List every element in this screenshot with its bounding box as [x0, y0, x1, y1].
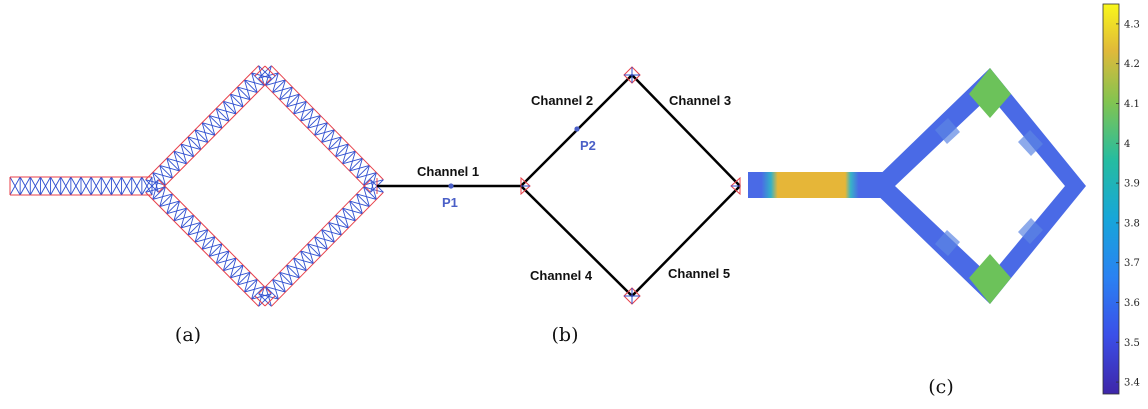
colorbar-tick-label: 4.2	[1124, 59, 1140, 70]
channel-5-line	[631, 185, 741, 297]
field-inlet-channel	[748, 172, 883, 198]
junction-left	[520, 176, 531, 196]
point-p2-marker	[574, 126, 580, 132]
channel-2-label: Channel 2	[531, 93, 593, 108]
colorbar-tick-label: 3.6	[1124, 298, 1140, 309]
colorbar-tick-label: 3.9	[1124, 179, 1140, 190]
colorbar-tick-label: 3.4	[1124, 378, 1140, 389]
field-diamond-loop	[868, 68, 1086, 304]
colorbar-tick-label: 3.8	[1124, 218, 1140, 229]
colorbar-tick-label: 4.3	[1124, 19, 1140, 30]
channel-3-line	[631, 74, 741, 187]
channel-4-line	[520, 185, 633, 297]
field-shade-1	[935, 118, 960, 144]
field-shade-3	[935, 230, 960, 256]
colorbar-tick-label: 4.1	[1124, 99, 1140, 110]
field-shade-4	[1018, 218, 1043, 244]
colorbar-ticks: 4.3 4.2 4.1 4 3.9 3.8 3.7 3.6 3.5 3.4	[1116, 19, 1140, 389]
field-plot	[748, 68, 1086, 304]
caption-a: (a)	[175, 324, 201, 346]
caption-c: (c)	[928, 376, 953, 398]
field-top-corner	[969, 68, 1011, 118]
point-p1-label: P1	[442, 195, 458, 210]
junction-bottom	[623, 287, 641, 305]
field-bottom-corner	[969, 254, 1011, 304]
junction-top	[623, 66, 641, 84]
colorbar-tick-label: 3.5	[1124, 338, 1140, 349]
junction-right	[730, 176, 741, 196]
caption-b: (b)	[552, 324, 579, 346]
field-inlet-join	[878, 172, 888, 198]
channel-5-label: Channel 5	[668, 266, 730, 281]
colorbar-tick-label: 4	[1124, 139, 1130, 150]
point-p2-label: P2	[580, 138, 596, 153]
network-diagram: Channel 1 Channel 2 Channel 3 Channel 4 …	[377, 66, 741, 305]
channel-1-label: Channel 1	[417, 164, 479, 179]
channel-4-label: Channel 4	[530, 268, 593, 283]
colorbar: 4.3 4.2 4.1 4 3.9 3.8 3.7 3.6 3.5 3.4	[1102, 3, 1140, 395]
colorbar-tick-label: 3.7	[1124, 258, 1140, 269]
point-p1-marker	[448, 183, 454, 189]
mesh-diagram	[9, 65, 384, 307]
colorbar-gradient	[1102, 3, 1120, 395]
channel-3-label: Channel 3	[669, 93, 731, 108]
field-shade-2	[1018, 130, 1043, 156]
